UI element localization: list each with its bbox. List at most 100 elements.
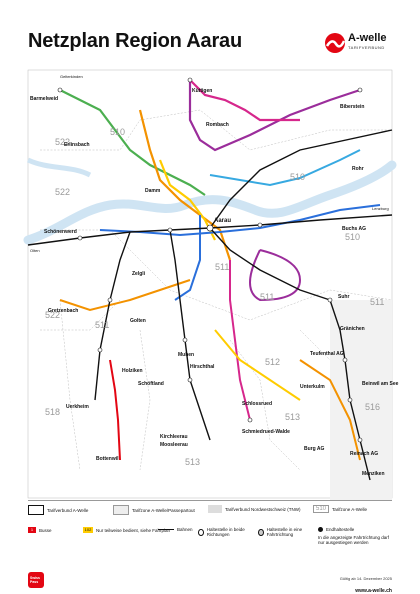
network-map[interactable]: 510 511 511 512 513 516 518 522 522 522 …: [0, 0, 420, 500]
label-olten: Olten: [30, 248, 40, 253]
label-beinwil: Beinwil am See: [362, 381, 399, 387]
zone-510-c: 510: [290, 172, 305, 182]
legend-haltestelle: Haltestelle in beide Richtungen: [198, 527, 253, 537]
legend-haltestelle-eine: Haltestelle in eine Fahrtrichtung: [258, 527, 313, 537]
legend-label: Nur teilweise bedient, siehe Fahrplan: [96, 527, 171, 533]
label-zelgli: Zelgli: [132, 271, 146, 277]
label-rombach: Rombach: [206, 122, 229, 128]
station-dots: [57, 77, 363, 443]
legend-label: Tarifzone A-Welle/Passepartout: [132, 507, 195, 513]
bus-line-blue: [99, 204, 381, 237]
zone-511: 511: [260, 292, 274, 302]
label-muhen: Muhen: [178, 352, 194, 358]
label-burg: Burg AG: [304, 446, 324, 452]
label-schmiedrued: Schmiedrued-Walde: [242, 429, 290, 435]
label-biberstein: Biberstein: [340, 104, 364, 110]
page-title: Netzplan Region Aarau: [28, 30, 242, 52]
zone-510-b: 511: [215, 262, 229, 272]
zone-522-c: 522: [45, 310, 60, 320]
label-unterkulm: Unterkulm: [300, 384, 325, 390]
logo-brand: A-welle: [348, 32, 387, 44]
label-aarau: Aarau: [214, 218, 231, 224]
legend-tarifzone: 510 Tarifzone A-Welle: [313, 505, 393, 513]
legend-busse: 1 Busse: [28, 527, 52, 533]
legend-label: In die angezeigte Fahrtrichtung darf nur…: [318, 535, 390, 545]
label-rohr: Rohr: [352, 166, 364, 172]
bus-line-magenta-2: [229, 260, 251, 421]
legend-label: Haltestelle in eine Fahrtrichtung: [266, 527, 303, 537]
label-barmelweid: Barmelweid: [30, 96, 58, 102]
bus-line-purple-loop: [249, 249, 302, 302]
legend-label: Busse: [39, 527, 52, 533]
legend-tarifverbund: Tarifverbund A-Welle: [28, 505, 108, 515]
legend-stop-one-way-swatch: [258, 528, 264, 536]
logo: A-welle TARIFVERBUND: [324, 30, 404, 56]
label-gretzenbach: Gretzenbach: [48, 308, 78, 314]
bus-line-blue-2: [174, 215, 201, 301]
label-erlinsbach: Erlinsbach: [64, 142, 90, 148]
legend-end-swatch: [318, 527, 323, 532]
legend-angezeigte: In die angezeigte Fahrtrichtung darf nur…: [318, 535, 392, 545]
label-gelterkinden: Gelterkinden: [60, 74, 83, 79]
legend-label: Tarifverbund Nordwestschweiz (TNW): [225, 506, 301, 512]
label-holziken: Holziken: [122, 368, 143, 374]
label-suhr: Suhr: [338, 294, 349, 300]
website-link[interactable]: www.a-welle.ch: [355, 588, 392, 594]
label-kuttigen: Küttigen: [192, 88, 212, 94]
label-buchs: Buchs AG: [342, 226, 366, 232]
legend-swatch-white: [28, 505, 44, 515]
label-golten: Golten: [130, 318, 146, 324]
zone-513-b: 513: [185, 457, 200, 467]
bus-line-purple: [188, 80, 361, 152]
river-branch: [26, 157, 92, 178]
label-teufenthal: Teufenthal AG: [310, 351, 344, 357]
legend-label: Tarifverbund A-Welle: [47, 507, 89, 513]
label-schoftland: Schöftland: [138, 381, 164, 387]
logo-sub: TARIFVERBUND: [348, 45, 385, 50]
label-hirschthal: Hirschthal: [190, 364, 215, 370]
zone-511-b: 511: [370, 297, 384, 307]
zone-512: 512: [265, 357, 280, 367]
label-kirchleerau: Kirchleerau: [160, 434, 188, 440]
legend-divider: [28, 500, 392, 501]
label-menziken: Menziken: [362, 471, 385, 477]
zone-522-a: 522: [55, 137, 70, 147]
legend-bus-badge-partial: 102: [83, 527, 93, 533]
label-moosleerau: Moosleerau: [160, 442, 188, 448]
zone-510-a: 510: [110, 127, 125, 137]
legend-bus-badge: 1: [28, 527, 36, 533]
legend-nur-teilweise: 102 Nur teilweise bedient, siehe Fahrpla…: [83, 527, 170, 533]
legend-rail-swatch: [158, 528, 174, 531]
legend-label: Endhaltestelle: [326, 527, 355, 532]
legend: Tarifverbund A-Welle Tarifzone A-Welle/P…: [28, 505, 392, 567]
legend-stop-swatch: [198, 528, 204, 536]
label-schonenwerd: Schönenwerd: [44, 229, 77, 235]
label-damm: Damm: [145, 188, 161, 194]
zone-513: 513: [285, 412, 300, 422]
river-aare: [23, 160, 397, 245]
label-granichen: Gränichen: [340, 326, 365, 332]
legend-endhaltestelle: Endhaltestelle: [318, 527, 354, 532]
swisspass-text: Swiss Pass: [30, 576, 40, 584]
zone-518: 518: [45, 407, 60, 417]
label-bottenwil: Bottenwil: [96, 456, 119, 462]
legend-tarifzone-a: Tarifzone A-Welle/Passepartout: [113, 505, 203, 515]
bus-line-orange-south: [299, 359, 361, 461]
label-lenzburg: Lenzburg: [372, 206, 389, 211]
legend-label: Bahnen: [177, 527, 193, 532]
legend-swatch-gray: [113, 505, 129, 515]
bus-line-green: [59, 89, 206, 196]
legend-swatch-dark: [208, 505, 222, 513]
bus-line-magenta: [189, 79, 300, 122]
label-schlossrued: Schlossrued: [242, 401, 272, 407]
legend-label: Tarifzone A-Welle: [332, 506, 367, 512]
zone-511-c: 511: [95, 320, 109, 330]
logo-icon: [325, 33, 346, 53]
zone-510-d: 510: [345, 232, 360, 242]
bus-line-orange: [138, 109, 232, 261]
rail-line-red: [109, 359, 121, 461]
legend-tarifverbund-nw: Tarifverbund Nordwestschweiz (TNW): [208, 505, 308, 513]
label-reinach: Reinach AG: [350, 451, 378, 457]
legend-label: Haltestelle in beide Richtungen: [206, 527, 245, 537]
bus-line-orange-2: [59, 279, 191, 312]
